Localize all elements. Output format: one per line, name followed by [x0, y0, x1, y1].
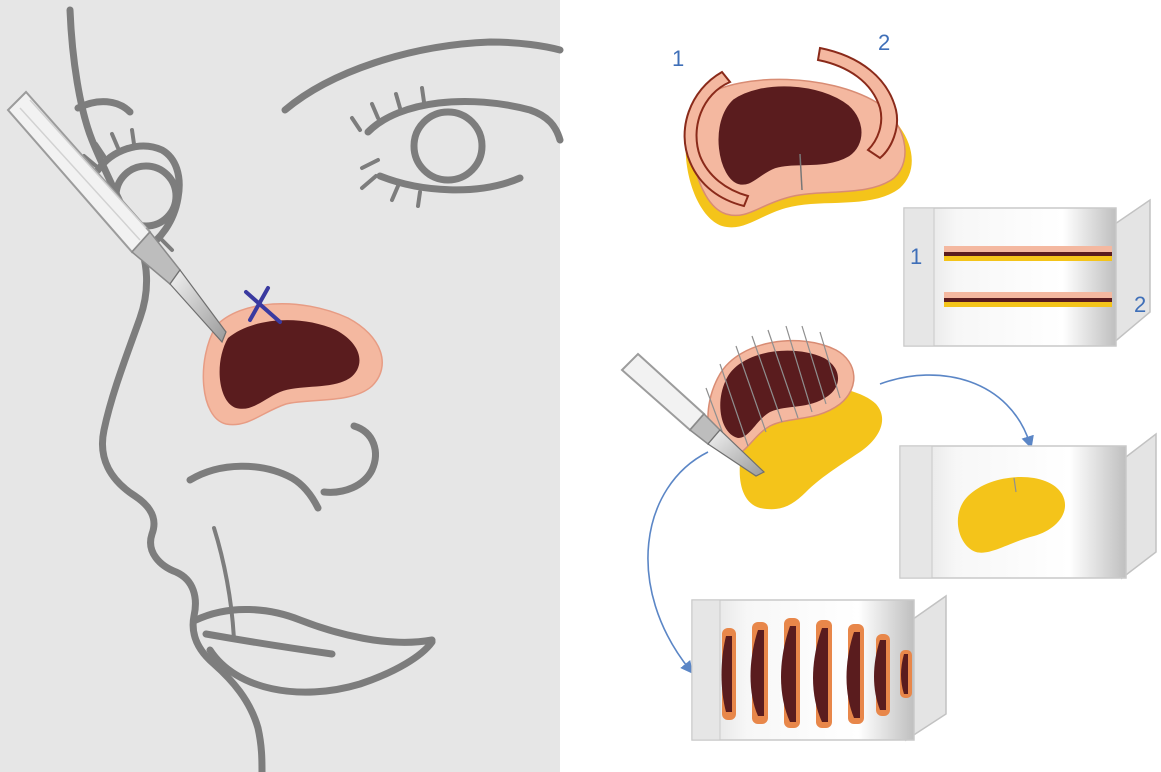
cassette-edge-2-label: 2: [1134, 292, 1146, 317]
cassette-margins: 1 2: [904, 200, 1150, 346]
cassette-fat: [900, 434, 1156, 578]
arrow-to-fat-cassette: [880, 375, 1030, 444]
margin-strip-2: [944, 292, 1112, 307]
excised-specimen: 1 2: [672, 30, 912, 227]
section-slice: [874, 634, 890, 716]
cassette-sections: [692, 596, 946, 740]
edge-2-label: 2: [878, 30, 890, 55]
edge-1-label: 1: [672, 46, 684, 71]
section-slice: [847, 624, 865, 724]
cassette-edge-1-label: 1: [910, 244, 922, 269]
margin-strip-1: [944, 246, 1112, 261]
sectioning-specimen: [622, 326, 882, 509]
section-slice: [751, 622, 769, 724]
cassette-icon: [904, 208, 1116, 346]
section-slice: [900, 650, 912, 698]
section-slice: [722, 628, 737, 720]
face-panel: [0, 0, 560, 772]
